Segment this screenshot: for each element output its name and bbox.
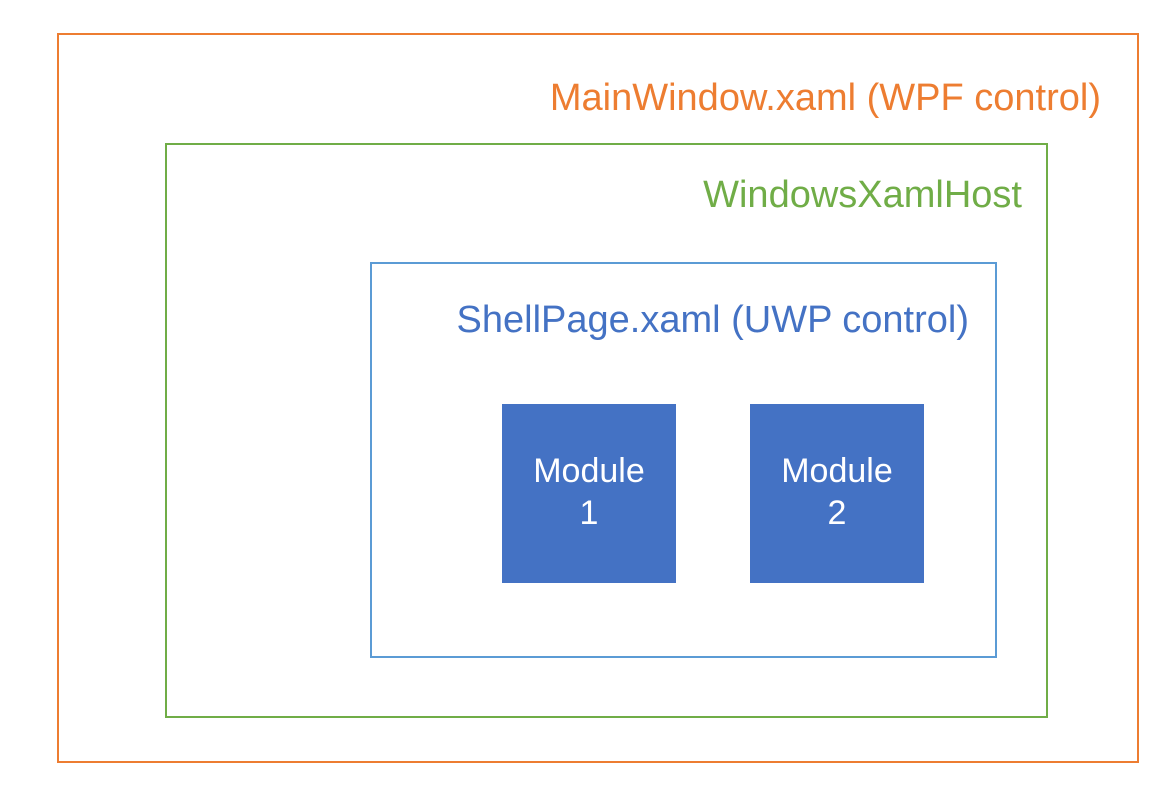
module-box-2-title: Module [781,452,893,490]
windowsxamlhost-layer: WindowsXamlHost [165,143,1048,718]
mainwindow-wpf-layer: MainWindow.xaml (WPF control) [57,33,1139,763]
mainwindow-wpf-label: MainWindow.xaml (WPF control) [549,77,1101,119]
shellpage-uwp-layer: ShellPage.xaml (UWP control) [370,262,997,658]
windowsxamlhost-label: WindowsXamlHost [703,174,1022,216]
module-box-1-number: 1 [579,494,599,532]
module-box-1-title: Module [533,452,645,490]
module-box-2-number: 2 [827,494,847,532]
shellpage-uwp-label: ShellPage.xaml (UWP control) [456,299,969,341]
module-box-2: Module 2 [750,404,924,583]
module-box-1: Module 1 [502,404,676,583]
